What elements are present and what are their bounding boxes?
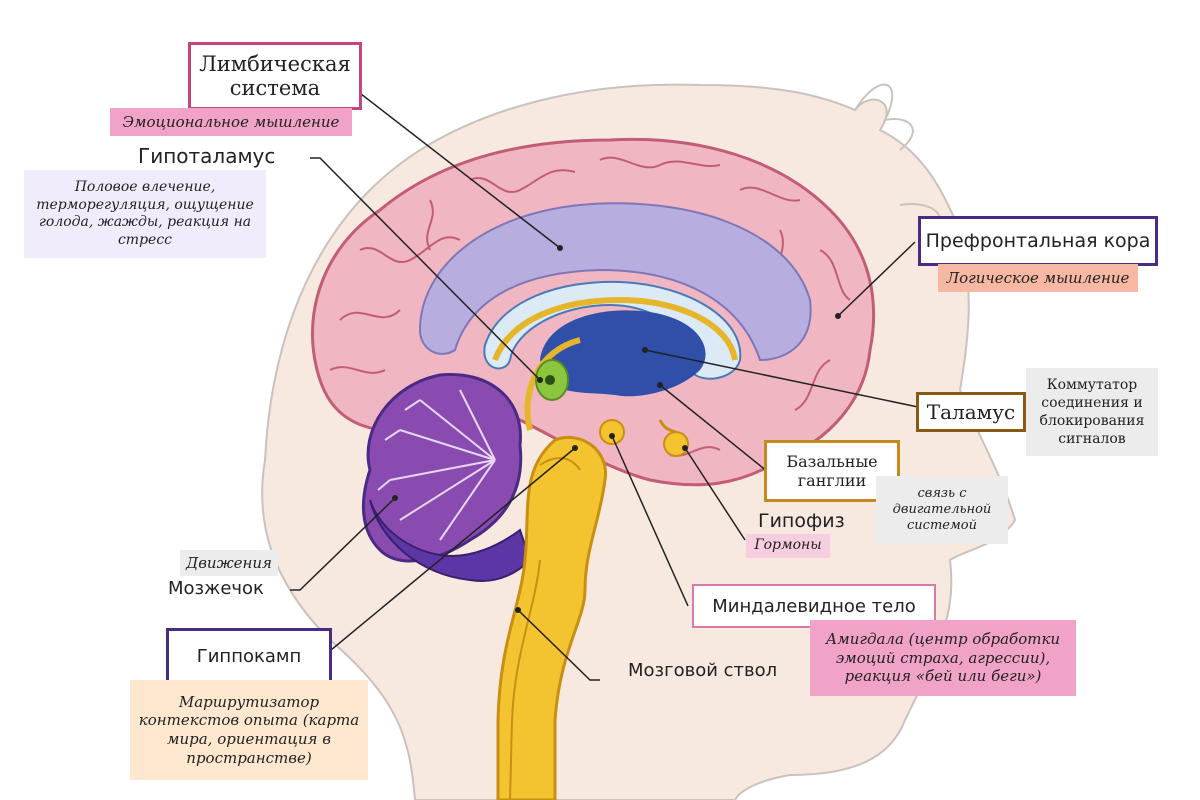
amygdala-note: Амигдала (центр обработки эмоций страха,… (810, 620, 1076, 696)
brainstem-shape (496, 435, 607, 800)
cerebellum-note: Движения (180, 550, 278, 576)
amygdala-shape (599, 419, 625, 445)
hypothalamus-title: Гипоталамус (138, 144, 276, 168)
cerebellum-title: Мозжечок (168, 578, 264, 599)
thalamus-label: Таламус (916, 392, 1026, 432)
lateral-ventricle (540, 310, 706, 397)
hair-tuft (854, 83, 914, 151)
hippocampus-label: Гиппокамп (166, 628, 332, 684)
leader-lines (290, 86, 919, 681)
prefrontal-cortex-note: Логическое мышление (938, 264, 1138, 292)
hippocampus-note: Маршрутизатор контекстов опыта (карта ми… (130, 680, 368, 780)
cerebellum-shape (361, 372, 532, 582)
pituitary-shape (663, 431, 689, 457)
prefrontal-cortex-label: Префронтальная кора (918, 216, 1158, 266)
pituitary-note: Гормоны (746, 534, 830, 558)
limbic-system-note: Эмоциональное мышление (110, 108, 352, 136)
brainstem-title: Мозговой ствол (628, 660, 778, 681)
fornix (492, 296, 738, 362)
limbic-system-title: Лимбическая система (199, 51, 351, 100)
limbic-band (418, 202, 812, 362)
leader-dots (392, 245, 841, 613)
limbic-system-label: Лимбическая система (188, 42, 362, 110)
basal-ganglia-note: связь с двигательной системой (876, 476, 1008, 544)
thalamus-note: Коммутатор соединения и блокирования сиг… (1026, 368, 1158, 456)
pituitary-title: Гипофиз (758, 510, 845, 532)
hypothalamus-note: Половое влечение, терморегуляция, ощущен… (24, 170, 266, 258)
